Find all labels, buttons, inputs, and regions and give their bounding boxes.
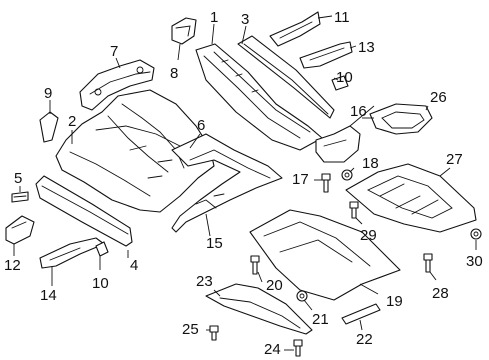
callout-11: 11 — [334, 9, 350, 26]
part-2-front-floor-pan — [55, 89, 215, 213]
callout-29: 29 — [360, 227, 377, 244]
part-14-reinforcement — [39, 237, 105, 269]
callout-2: 2 — [68, 113, 76, 130]
part-30-grommet — [470, 228, 482, 240]
part-4-rear-sill — [35, 175, 133, 247]
part-28-bolt — [423, 253, 433, 273]
part-23-underbody-rail — [205, 283, 313, 335]
callout-30: 30 — [466, 253, 483, 270]
callout-25: 25 — [182, 321, 199, 338]
callout-13: 13 — [358, 39, 375, 56]
callout-20: 20 — [266, 277, 283, 294]
part-27-rear-floor — [345, 163, 477, 233]
part-18-nut — [341, 169, 353, 181]
callout-10-lower: 10 — [92, 275, 109, 292]
callout-21: 21 — [312, 311, 329, 328]
callout-4: 4 — [130, 257, 138, 274]
callout-7: 7 — [110, 43, 118, 60]
callout-26: 26 — [430, 89, 447, 106]
part-13-rear-bracket — [299, 41, 353, 69]
part-11-upper-bracket — [269, 11, 321, 47]
callout-18: 18 — [362, 155, 379, 172]
part-6-tunnel — [171, 133, 283, 233]
part-26-pad — [369, 103, 433, 135]
callout-14: 14 — [40, 287, 57, 304]
callout-6: 6 — [197, 117, 205, 134]
callout-17: 17 — [292, 171, 309, 188]
callout-1: 1 — [210, 9, 218, 26]
callout-23: 23 — [196, 273, 213, 290]
callout-15: 15 — [206, 235, 223, 252]
callout-8: 8 — [170, 65, 178, 82]
part-25-bolt — [209, 325, 219, 341]
leader-lines — [13, 15, 477, 351]
part-16-panel — [315, 125, 361, 163]
callout-5: 5 — [14, 170, 22, 187]
part-22-strip — [341, 303, 381, 325]
part-5-clip — [11, 191, 29, 203]
part-17-bolt — [321, 173, 331, 193]
callout-16: 16 — [350, 103, 367, 120]
callout-12: 12 — [4, 257, 21, 274]
part-1-center-rail — [195, 43, 323, 151]
part-3-side-sill — [237, 35, 335, 119]
part-24-bolt — [293, 339, 303, 357]
callout-28: 28 — [432, 285, 449, 302]
callout-24: 24 — [264, 341, 281, 358]
part-9-gusset — [39, 111, 59, 143]
callout-10-upper: 10 — [336, 69, 353, 86]
callout-labels: 1 2 3 4 5 6 7 8 9 10 10 11 12 13 14 15 1… — [4, 9, 483, 358]
part-12-end-bracket — [5, 215, 35, 245]
callout-27: 27 — [446, 151, 463, 168]
part-21-nut — [296, 290, 308, 302]
part-7-front-crossmember — [79, 59, 155, 111]
part-29-bolt — [349, 201, 359, 219]
part-19-floor-panel — [249, 209, 401, 301]
callout-9: 9 — [44, 85, 52, 102]
callout-3: 3 — [241, 11, 249, 28]
callout-19: 19 — [386, 293, 403, 310]
part-8-bracket — [171, 17, 197, 45]
part-10-small-plug-lower — [95, 241, 109, 257]
part-20-bolt — [250, 255, 260, 275]
callout-22: 22 — [356, 331, 373, 348]
